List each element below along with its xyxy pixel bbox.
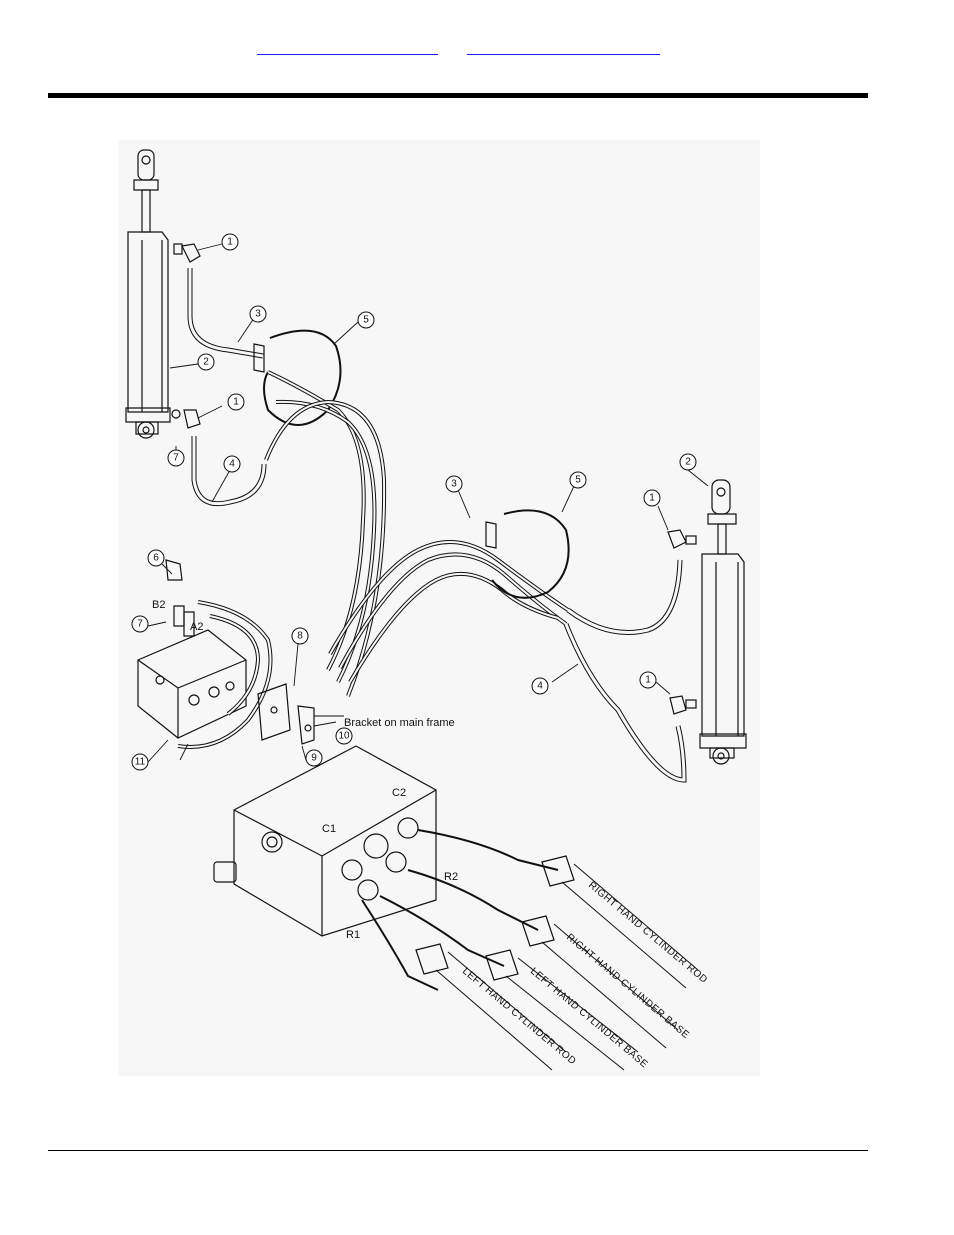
svg-text:3: 3 <box>451 479 457 490</box>
svg-text:5: 5 <box>575 475 581 486</box>
svg-text:1: 1 <box>227 237 233 248</box>
svg-text:2: 2 <box>685 457 691 468</box>
callout-9: 9 <box>305 749 323 767</box>
bottom-rule <box>48 1150 868 1151</box>
header-link-1[interactable] <box>257 40 438 55</box>
svg-text:6: 6 <box>153 553 159 564</box>
callout-7a: 7 <box>167 449 185 467</box>
port-label-b2: B2 <box>152 599 165 611</box>
svg-text:4: 4 <box>537 681 543 692</box>
hydraulic-parts-diagram: 1 2 3 5 1 7 4 6 7 8 9 10 11 3 5 2 1 4 1 … <box>118 140 760 1076</box>
top-rule <box>48 93 868 98</box>
callout-2b: 2 <box>679 453 697 471</box>
svg-text:3: 3 <box>255 309 261 320</box>
svg-text:2: 2 <box>203 357 209 368</box>
svg-text:1: 1 <box>645 675 651 686</box>
callout-1c: 1 <box>643 489 661 507</box>
svg-text:4: 4 <box>229 459 235 470</box>
bracket-label: Bracket on main frame <box>344 717 455 729</box>
callout-2a: 2 <box>197 353 215 371</box>
callout-11: 11 <box>131 753 149 771</box>
manifold-block <box>213 745 699 1071</box>
valve-assembly <box>137 559 315 749</box>
right-cylinder <box>667 479 747 765</box>
port-label-r2: R2 <box>444 871 458 883</box>
port-label-a2: A2 <box>190 621 203 633</box>
svg-text:7: 7 <box>173 453 179 464</box>
port-label-c1: C1 <box>322 823 336 835</box>
callout-1b: 1 <box>227 393 245 411</box>
callout-4a: 4 <box>223 455 241 473</box>
svg-text:11: 11 <box>135 757 146 768</box>
callout-10: 10 <box>335 727 353 745</box>
callout-3b: 3 <box>445 475 463 493</box>
svg-text:1: 1 <box>233 397 239 408</box>
callout-6: 6 <box>147 549 165 567</box>
hose-label-lh-rod: LEFT HAND CYLINDER ROD <box>460 966 578 1067</box>
svg-text:1: 1 <box>649 493 655 504</box>
callout-3a: 3 <box>249 305 267 323</box>
callout-8: 8 <box>291 627 309 645</box>
diagram-svg: 1 2 3 5 1 7 4 6 7 8 9 10 11 3 5 2 1 4 1 … <box>125 149 747 1071</box>
callout-5b: 5 <box>569 471 587 489</box>
callout-7b: 7 <box>131 615 149 633</box>
left-cylinder <box>125 149 201 439</box>
callout-1a: 1 <box>221 233 239 251</box>
header-link-2[interactable] <box>467 40 660 55</box>
port-label-r1: R1 <box>346 929 360 941</box>
svg-text:10: 10 <box>338 731 350 742</box>
svg-text:5: 5 <box>363 315 369 326</box>
callouts: 1 2 3 5 1 7 4 6 7 8 9 10 11 3 5 2 1 4 1 <box>131 233 697 771</box>
svg-text:9: 9 <box>311 753 317 764</box>
header-links <box>0 40 954 60</box>
svg-text:7: 7 <box>137 619 143 630</box>
svg-text:8: 8 <box>297 631 303 642</box>
port-label-c2: C2 <box>392 787 406 799</box>
callout-4b: 4 <box>531 677 549 695</box>
callout-5a: 5 <box>357 311 375 329</box>
callout-1d: 1 <box>639 671 657 689</box>
